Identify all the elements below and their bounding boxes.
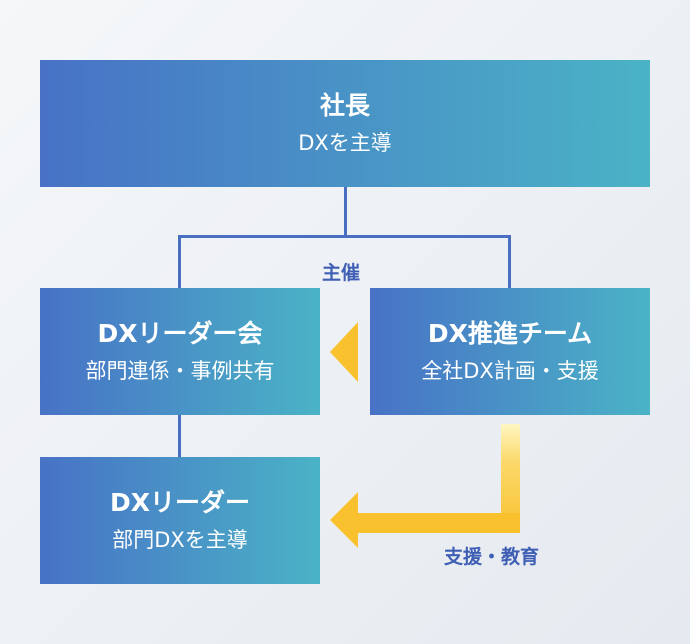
president-subtitle: DXを主導	[298, 130, 392, 155]
arrow-support-head	[330, 492, 358, 548]
host-label: 主催	[322, 262, 361, 284]
connector-left-down	[178, 235, 181, 289]
arrow-team-to-council	[330, 322, 358, 382]
dx-leader-subtitle: 部門DXを主導	[112, 527, 248, 552]
dx-promotion-team-box: DX推進チーム 全社DX計画・支援	[370, 288, 650, 415]
dx-promotion-team-subtitle: 全社DX計画・支援	[421, 358, 599, 383]
arrow-support-vertical	[501, 424, 520, 533]
dx-leader-council-box: DXリーダー会 部門連係・事例共有	[40, 288, 320, 415]
support-education-label: 支援・教育	[444, 546, 540, 568]
arrow-support-horizontal	[355, 513, 520, 533]
connector-right-down	[508, 235, 511, 289]
dx-leader-title: DXリーダー	[109, 487, 251, 517]
president-title: 社長	[319, 90, 370, 120]
dx-leader-council-title: DXリーダー会	[97, 318, 263, 348]
dx-promotion-team-title: DX推進チーム	[427, 318, 593, 348]
connector-president-down	[344, 187, 347, 236]
dx-leader-box: DXリーダー 部門DXを主導	[40, 457, 320, 584]
connector-horizontal	[178, 235, 511, 238]
president-box: 社長 DXを主導	[40, 60, 650, 187]
dx-leader-council-subtitle: 部門連係・事例共有	[85, 358, 275, 383]
connector-council-to-leader	[178, 415, 181, 457]
